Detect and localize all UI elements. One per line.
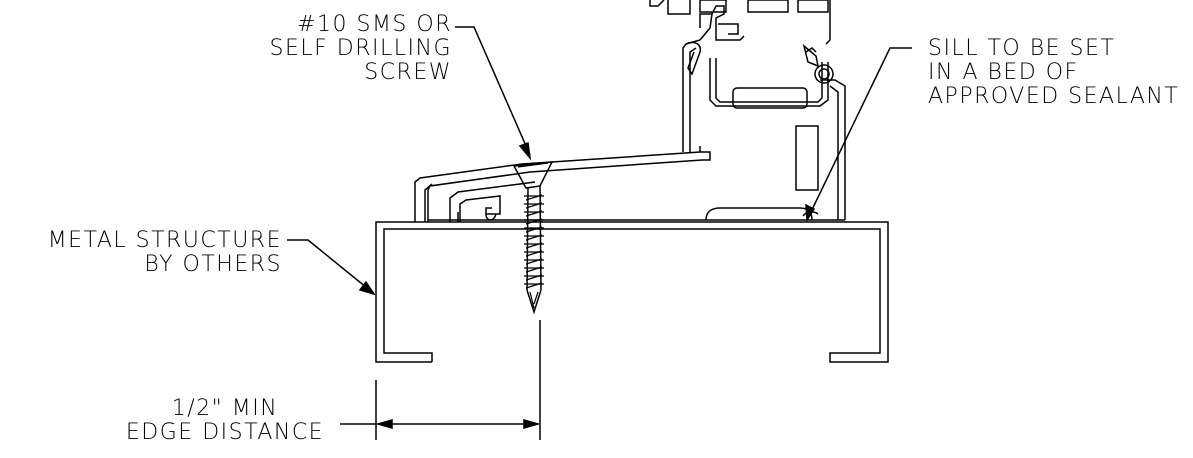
- sealant-note: SILL TO BE SET IN A BED OF APPROVED SEAL…: [928, 37, 1188, 109]
- structure-note-line-2: BY OTHERS: [144, 252, 282, 277]
- edge-distance-note-line-2: EDGE DISTANCE: [125, 420, 325, 445]
- structure-note: METAL STRUCTURE BY OTHERS: [16, 229, 282, 277]
- sealant-note-line-3: APPROVED SEALANT: [928, 84, 1180, 109]
- structure-note-line-1: METAL STRUCTURE: [47, 228, 282, 253]
- edge-distance-note: 1/2" MIN EDGE DISTANCE: [110, 397, 340, 445]
- metal-structure-channel: [375, 221, 889, 363]
- sealant-note-line-1: SILL TO BE SET: [928, 36, 1116, 61]
- edge-distance-note-line-1: 1/2" MIN: [171, 396, 279, 421]
- sealant-note-line-2: IN A BED OF: [928, 60, 1079, 85]
- sill-extrusion: [414, 0, 846, 222]
- screw-note: #10 SMS OR SELF DRILLING SCREW: [230, 13, 452, 85]
- screw-note-line-1: #10 SMS OR: [297, 12, 452, 37]
- edge-distance-dimension: [340, 320, 541, 440]
- screw: [512, 161, 554, 315]
- screw-note-line-2: SELF DRILLING: [269, 36, 452, 61]
- screw-note-line-3: SCREW: [364, 60, 452, 85]
- leader-lines: [287, 26, 912, 296]
